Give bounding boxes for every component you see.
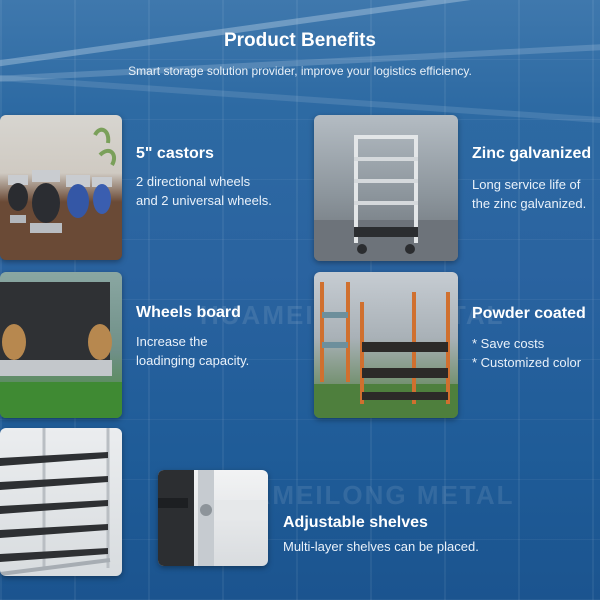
feature-text-zinc-2: the zinc galvanized. [472, 196, 587, 211]
shelf-clip-photo-icon [158, 470, 268, 566]
feature-title-castors: 5" castors [136, 145, 214, 162]
feature-text-powder-1: * Save costs [472, 336, 545, 351]
feature-title-zinc: Zinc galvanized [472, 145, 592, 162]
feature-text-board-1: Increase the [136, 334, 208, 349]
feature-title-board: Wheels board [136, 304, 241, 321]
feature-text-castors-1: 2 directional wheels [136, 174, 251, 189]
wheels-board-photo-icon [0, 272, 122, 418]
galvanized-trolley-photo-icon [314, 115, 458, 261]
feature-text-zinc-1: Long service life of [472, 177, 581, 192]
page-subtitle: Smart storage solution provider, improve… [128, 64, 472, 78]
page-title: Product Benefits [223, 30, 377, 51]
feature-title-powder: Powder coated [472, 305, 586, 322]
feature-text-board-2: loadinging capacity. [136, 353, 250, 368]
shelves-photo-icon [0, 428, 122, 576]
powder-coated-trolley-photo-icon [314, 272, 458, 418]
feature-title-shelves: Adjustable shelves [283, 514, 428, 531]
feature-text-shelves-1: Multi-layer shelves can be placed. [283, 539, 479, 554]
feature-text-castors-2: and 2 universal wheels. [136, 193, 272, 208]
feature-text-powder-2: * Customized color [472, 355, 582, 370]
castor-wheels-photo-icon [0, 115, 122, 260]
